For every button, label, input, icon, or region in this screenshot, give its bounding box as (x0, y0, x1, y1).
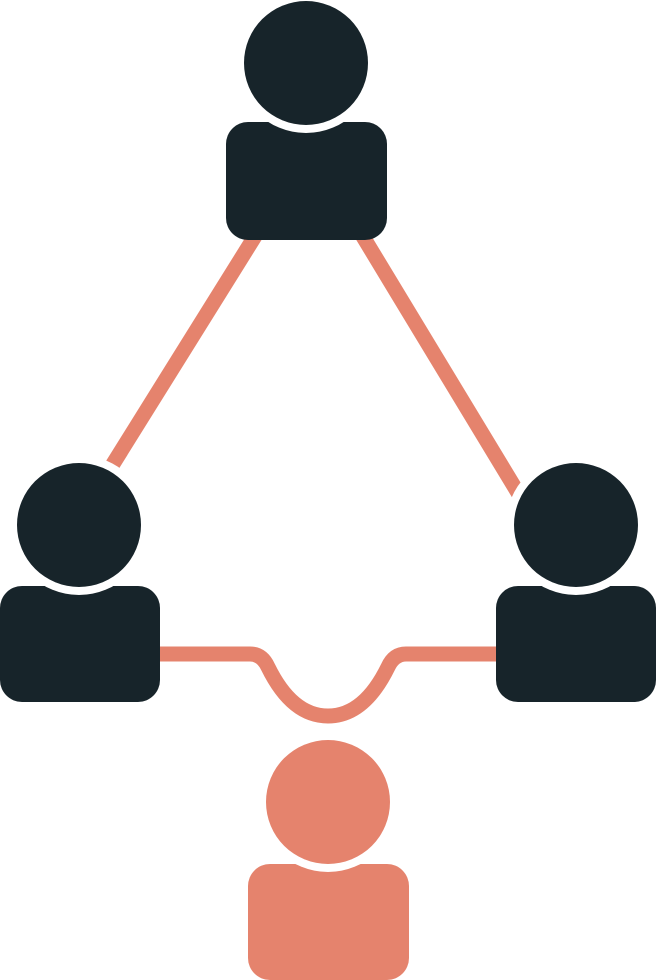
edge-top-right (348, 217, 534, 514)
person-node-left (0, 455, 160, 702)
person-head (514, 463, 638, 587)
edge-top-left (90, 217, 270, 496)
person-node-right (496, 455, 656, 702)
person-body (226, 122, 387, 240)
person-body (0, 586, 160, 702)
connectors (90, 217, 534, 724)
person-body (496, 586, 656, 702)
person-node-bottom (248, 732, 409, 980)
person-head (244, 1, 368, 125)
person-head (266, 740, 390, 864)
person-node-top (226, 0, 387, 240)
person-head (17, 463, 141, 587)
person-body (248, 864, 409, 980)
edge-left-right-dip (142, 646, 514, 724)
